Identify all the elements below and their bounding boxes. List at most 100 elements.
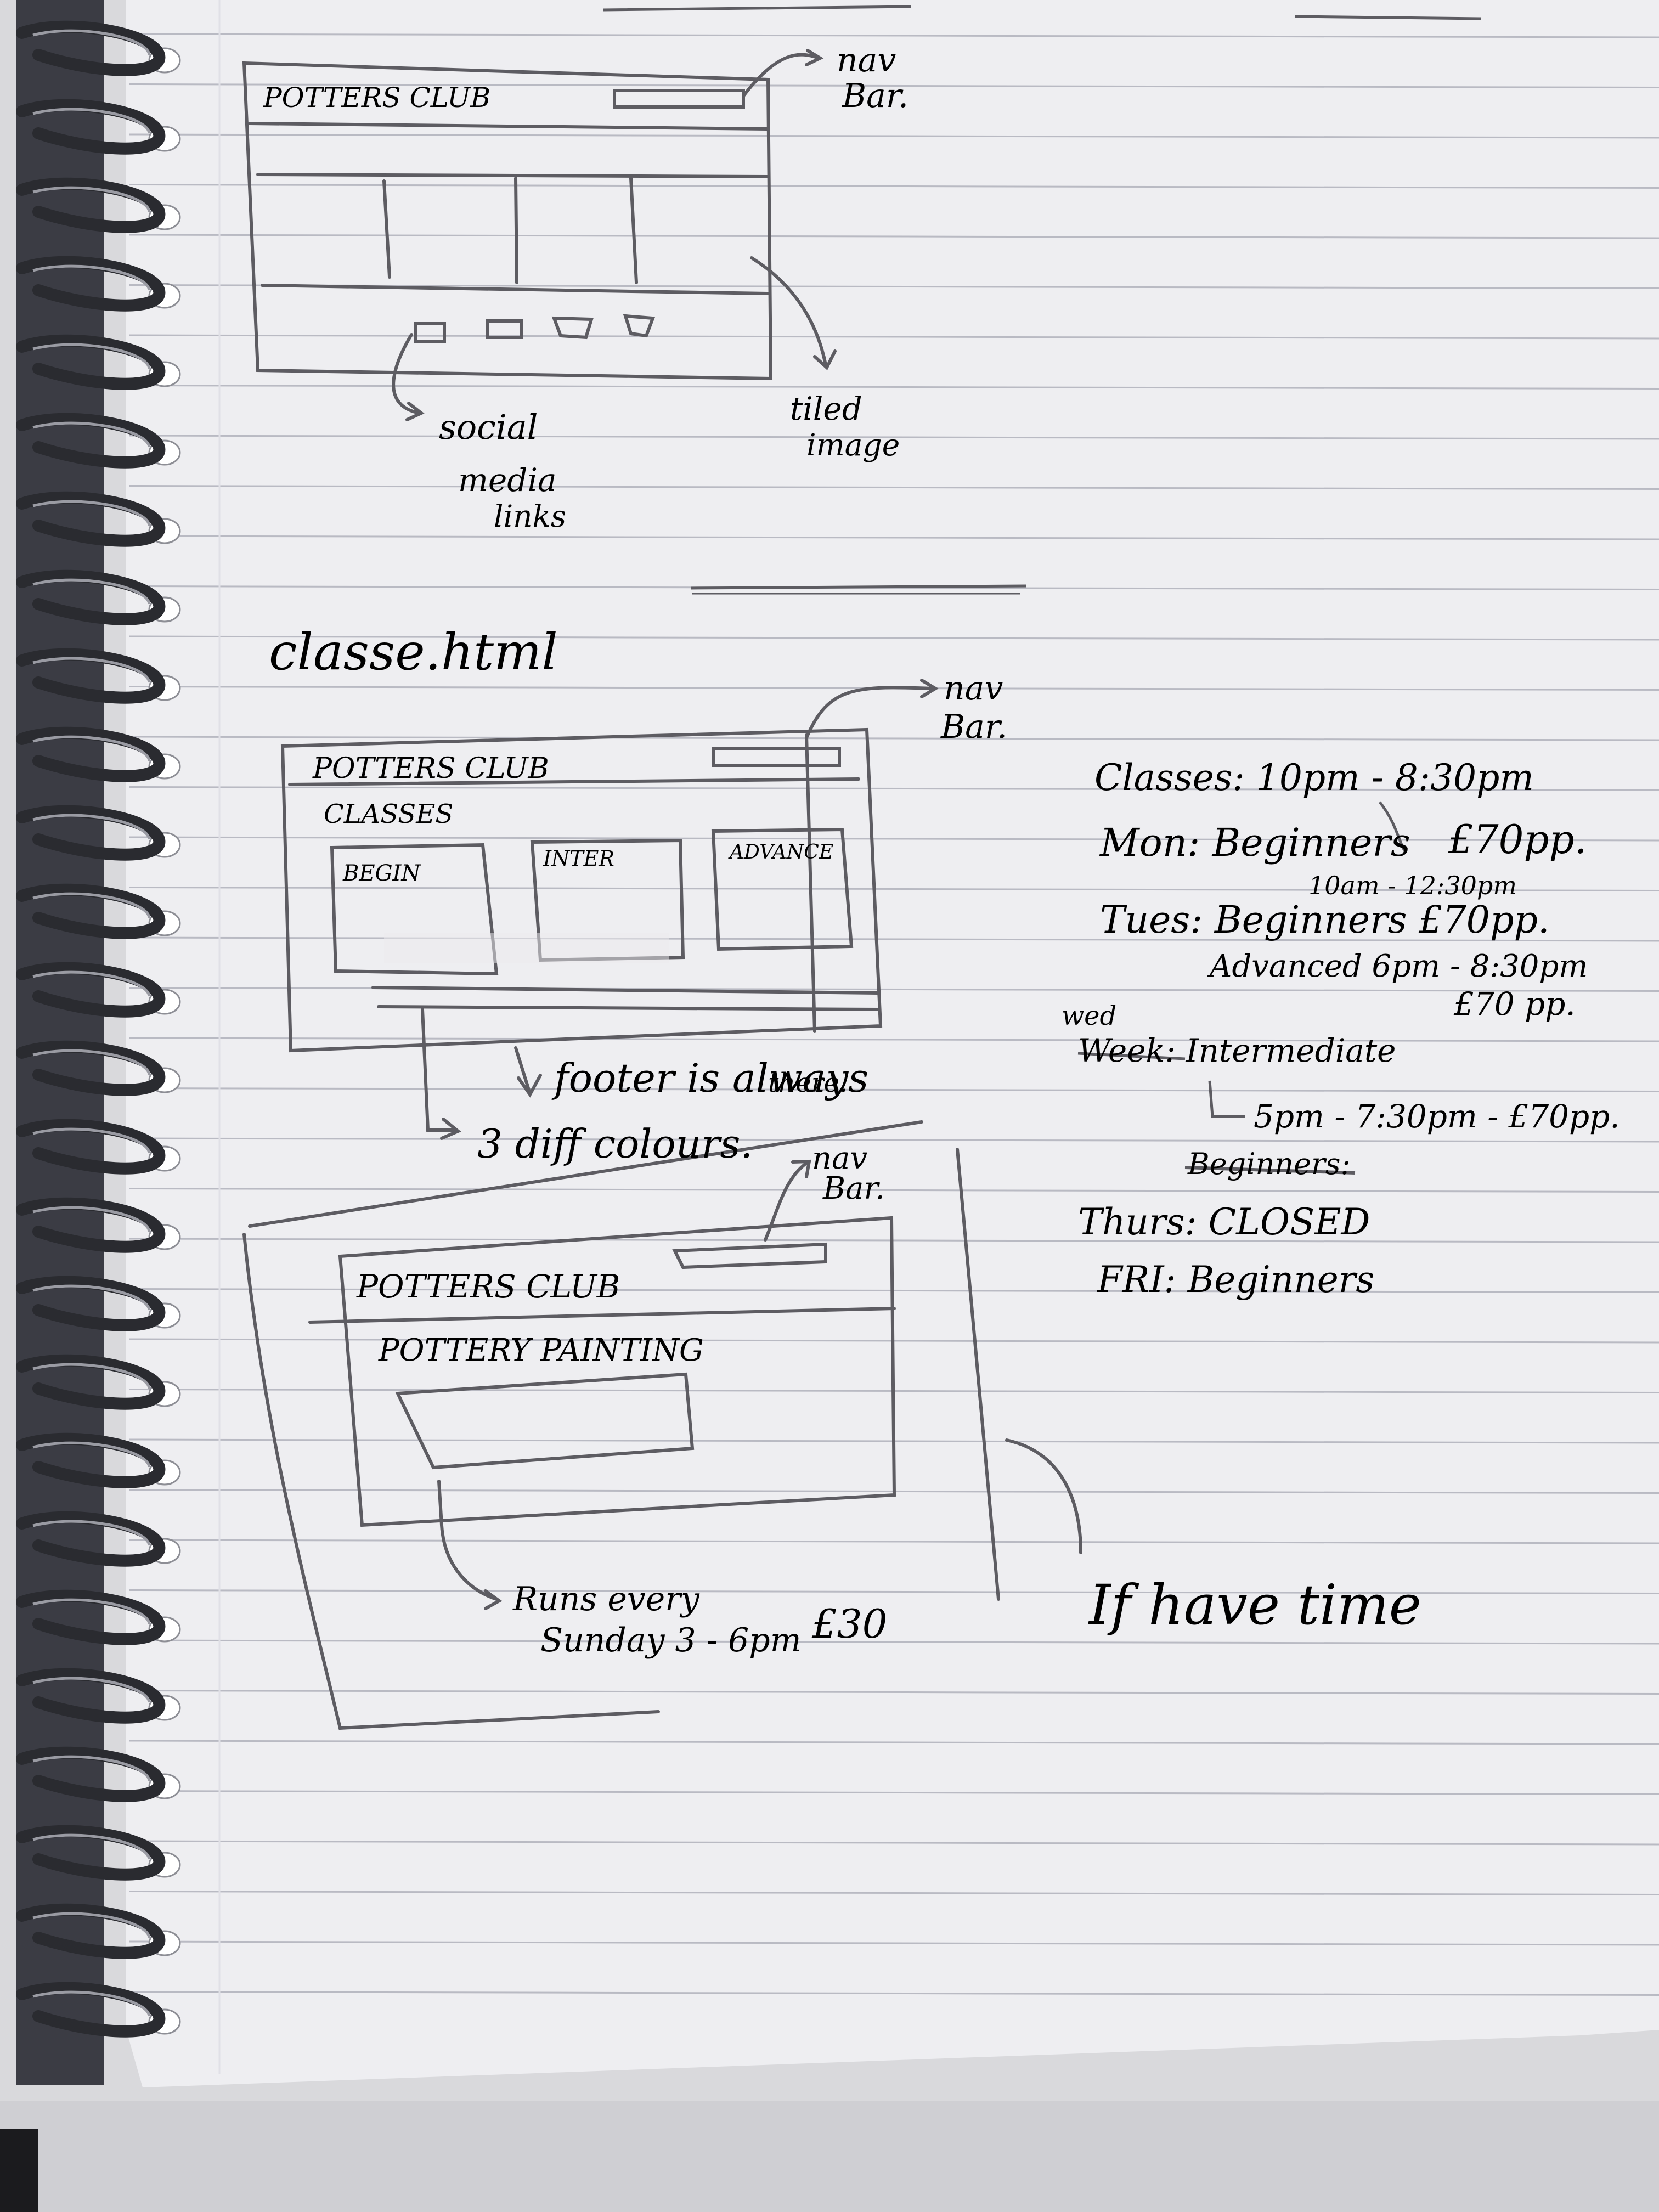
social-icon-sketch [551, 316, 594, 340]
spiral-coil [16, 1668, 166, 1724]
rule-line [128, 1891, 1659, 1895]
spiral-highlight [32, 1755, 151, 1781]
spiral-coil [16, 962, 166, 1018]
classes-footer-line [377, 1005, 879, 1011]
spiral-coil [16, 1903, 166, 1959]
schedule-mon-price: £70pp. [1448, 816, 1587, 862]
rule-line [128, 1940, 1659, 1946]
rule-line [128, 936, 1659, 942]
home-tile-divider [514, 177, 518, 284]
spiral-coil [16, 726, 166, 782]
footer-arrow [514, 1046, 531, 1093]
rule-line [128, 1037, 1659, 1042]
classes-browser-frame [280, 727, 883, 1053]
spiral-coil [16, 1354, 166, 1410]
card-begin-label: BEGIN [342, 861, 421, 886]
spiral-highlight [32, 735, 151, 761]
home-nav-note-1: nav [837, 41, 896, 80]
home-nav-bar-sketch [613, 89, 745, 109]
rule-line [128, 1690, 1659, 1695]
arrowhead [805, 49, 824, 66]
schedule-tues-advanced: Advanced 6pm - 8:30pm [1207, 949, 1588, 984]
arrowhead [813, 349, 837, 370]
spiral-coil [16, 1276, 166, 1331]
schedule-header: Classes: 10pm - 8:30pm [1094, 757, 1534, 799]
spiral-highlight [32, 1833, 151, 1860]
spiral-coil [16, 1982, 166, 2038]
rule-line [128, 1790, 1659, 1795]
spiral-highlight [32, 1363, 151, 1389]
rule-line [128, 385, 1659, 390]
vertical-bracket [956, 1148, 1000, 1601]
spiral-highlight [32, 1677, 151, 1703]
schedule-tues-price: £70 pp. [1453, 985, 1576, 1023]
home-tile-divider [382, 179, 391, 279]
rule-line [128, 334, 1659, 340]
rule-line [128, 33, 1659, 38]
rule-line [128, 1840, 1659, 1846]
spiral-highlight [32, 1990, 151, 2017]
spiral-coil [16, 1040, 166, 1096]
footer-note-1: footer is always [551, 1055, 868, 1101]
wireframe-home [242, 49, 837, 421]
rule-line [128, 736, 1659, 741]
home-logo: POTTERS CLUB [263, 82, 490, 114]
schedule-wed-small: wed [1062, 1001, 1116, 1031]
arrowhead [440, 1118, 461, 1140]
home-browser-frame [242, 61, 773, 381]
rule-line [128, 83, 1659, 88]
card-advance-label: ADVANCE [728, 841, 833, 864]
wireframe-classes [248, 679, 1082, 1601]
rule-line [128, 786, 1659, 791]
rule-line [128, 836, 1659, 842]
painting-logo: POTTERS CLUB [356, 1268, 620, 1305]
spiral-highlight [32, 657, 151, 683]
strike-through [1077, 1052, 1186, 1060]
spiral-highlight [32, 108, 151, 134]
spiral-coil [16, 413, 166, 469]
rule-line [128, 1188, 1659, 1193]
spiral-coil [16, 256, 166, 312]
spiral-coil [16, 20, 166, 76]
rule-line [128, 485, 1659, 490]
section-divider-diagonal [248, 1120, 923, 1228]
painting-content-box [395, 1372, 695, 1470]
spiral-coil [16, 1746, 166, 1802]
card-begin-sketch [330, 843, 499, 976]
strike-through [1184, 1166, 1356, 1175]
notebook-page [126, 0, 1659, 2087]
spiral-coil [16, 1197, 166, 1253]
rule-line [128, 1539, 1659, 1544]
spiral-highlight [32, 343, 151, 369]
classes-header-divider [288, 777, 860, 786]
classes-nav-note-1: nav [944, 669, 1003, 708]
spiral-coil [16, 177, 166, 233]
arrowhead [405, 402, 425, 421]
painting-nav-bar-sketch [672, 1242, 827, 1269]
card-advance-sketch [711, 827, 854, 951]
spiral-highlight [32, 1206, 151, 1232]
rule-line [128, 1740, 1659, 1745]
wireframe-painting [242, 1159, 896, 1730]
social-note-1: social [439, 407, 538, 447]
schedule-wed: Week: Intermediate [1078, 1032, 1396, 1069]
arrowhead [517, 1074, 542, 1098]
classes-scroll-line [805, 733, 816, 1033]
arrowhead [920, 679, 939, 698]
card-inter-label: INTER [543, 847, 614, 871]
spiral-highlight [32, 1598, 151, 1624]
spiral-highlight [32, 1441, 151, 1468]
painting-nav-note-2: Bar. [822, 1171, 885, 1206]
spiral-highlight [32, 1049, 151, 1075]
spiral-coil [16, 1511, 166, 1567]
schedule-mon-time: 10am - 12:30pm [1308, 871, 1517, 900]
if-time-note: If have time [1088, 1573, 1421, 1637]
schedule-arrow [1379, 801, 1406, 851]
runs-note-1: Runs every [512, 1580, 700, 1618]
runs-arrow [437, 1480, 498, 1601]
spiral-highlight [32, 970, 151, 997]
social-arrow [392, 333, 419, 414]
spiral-highlight [32, 1284, 151, 1311]
spiral-highlight [32, 186, 151, 212]
